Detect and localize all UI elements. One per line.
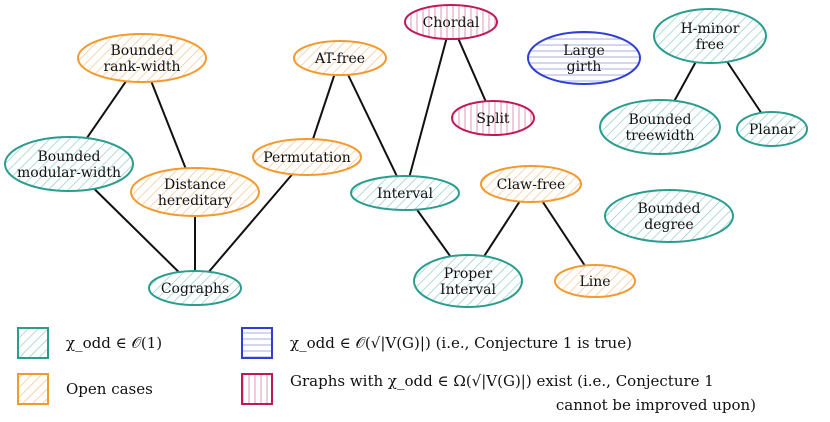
node-ellipse xyxy=(527,31,641,85)
node-ellipse xyxy=(736,111,808,147)
node-label: AT-free xyxy=(314,51,365,67)
legend-swatch-const xyxy=(17,327,49,359)
legend-open-text: Open cases xyxy=(66,380,153,398)
node-ellipse xyxy=(599,99,721,155)
legend: χ_odd ∈ 𝒪(1) Open cases χ_odd ∈ 𝒪(√|V(G)… xyxy=(17,327,756,414)
legend-swatch-open xyxy=(17,373,49,405)
node-chordal: Chordal xyxy=(404,4,498,40)
node-ellipse xyxy=(350,175,460,211)
node-ellipse xyxy=(604,189,734,243)
node-ellipse xyxy=(252,138,362,176)
node-label: Interval xyxy=(377,186,433,202)
node-ellipse xyxy=(148,270,242,306)
node-label: free xyxy=(696,37,724,53)
edge-chordal-interval xyxy=(404,21,452,194)
node-label: degree xyxy=(644,217,693,233)
node-label: Planar xyxy=(749,122,796,138)
node-ellipse xyxy=(293,40,387,76)
edge-at_free-interval xyxy=(339,57,406,194)
node-split: Split xyxy=(451,100,535,136)
node-interval: Interval xyxy=(350,175,460,211)
node-label: hereditary xyxy=(158,193,232,209)
node-label: Cographs xyxy=(161,281,229,297)
legend-const-text: χ_odd ∈ 𝒪(1) xyxy=(66,334,162,352)
node-label: Bounded xyxy=(629,112,692,128)
node-ellipse xyxy=(554,264,636,298)
node-label: Large xyxy=(563,43,605,59)
node-label: H-minor xyxy=(681,21,740,37)
node-label: Bounded xyxy=(111,43,174,59)
node-ellipse xyxy=(413,254,523,308)
legend-exists-text-line1: Graphs with χ_odd ∈ Ω(√|V(G)|) exist (i.… xyxy=(290,372,714,390)
node-label: Claw-free xyxy=(497,177,566,193)
legend-exists-text-line2: cannot be improved upon) xyxy=(556,396,756,414)
node-ellipse xyxy=(77,33,207,83)
node-line: Line xyxy=(554,264,636,298)
node-label: Interval xyxy=(440,282,496,298)
node-ellipse xyxy=(4,136,134,192)
legend-swatch-exists xyxy=(241,373,273,405)
node-ellipse xyxy=(130,167,260,217)
node-label: Distance xyxy=(164,177,226,193)
node-label: treewidth xyxy=(626,128,695,144)
node-ellipse xyxy=(451,100,535,136)
node-planar: Planar xyxy=(736,111,808,147)
node-label: Split xyxy=(476,111,510,127)
legend-swatch-sqrt xyxy=(241,327,273,359)
node-label: modular-width xyxy=(17,165,121,181)
node-label: Line xyxy=(579,274,610,290)
node-label: Bounded xyxy=(38,149,101,165)
legend-sqrt-text: χ_odd ∈ 𝒪(√|V(G)|) (i.e., Conjecture 1 i… xyxy=(290,334,632,352)
node-ellipse xyxy=(653,8,767,64)
node-label: Proper xyxy=(444,266,493,282)
node-ellipse xyxy=(404,4,498,40)
edge-permutation-cographs xyxy=(194,156,308,289)
node-label: Chordal xyxy=(423,15,480,31)
node-ellipse xyxy=(480,165,582,203)
node-label: Permutation xyxy=(263,150,351,166)
node-claw-free: Claw-free xyxy=(480,165,582,203)
node-at-free: AT-free xyxy=(293,40,387,76)
node-label: Bounded xyxy=(638,201,701,217)
node-label: rank-width xyxy=(103,59,180,75)
node-label: girth xyxy=(567,59,602,75)
node-permutation: Permutation xyxy=(252,138,362,176)
node-cographs: Cographs xyxy=(148,270,242,306)
